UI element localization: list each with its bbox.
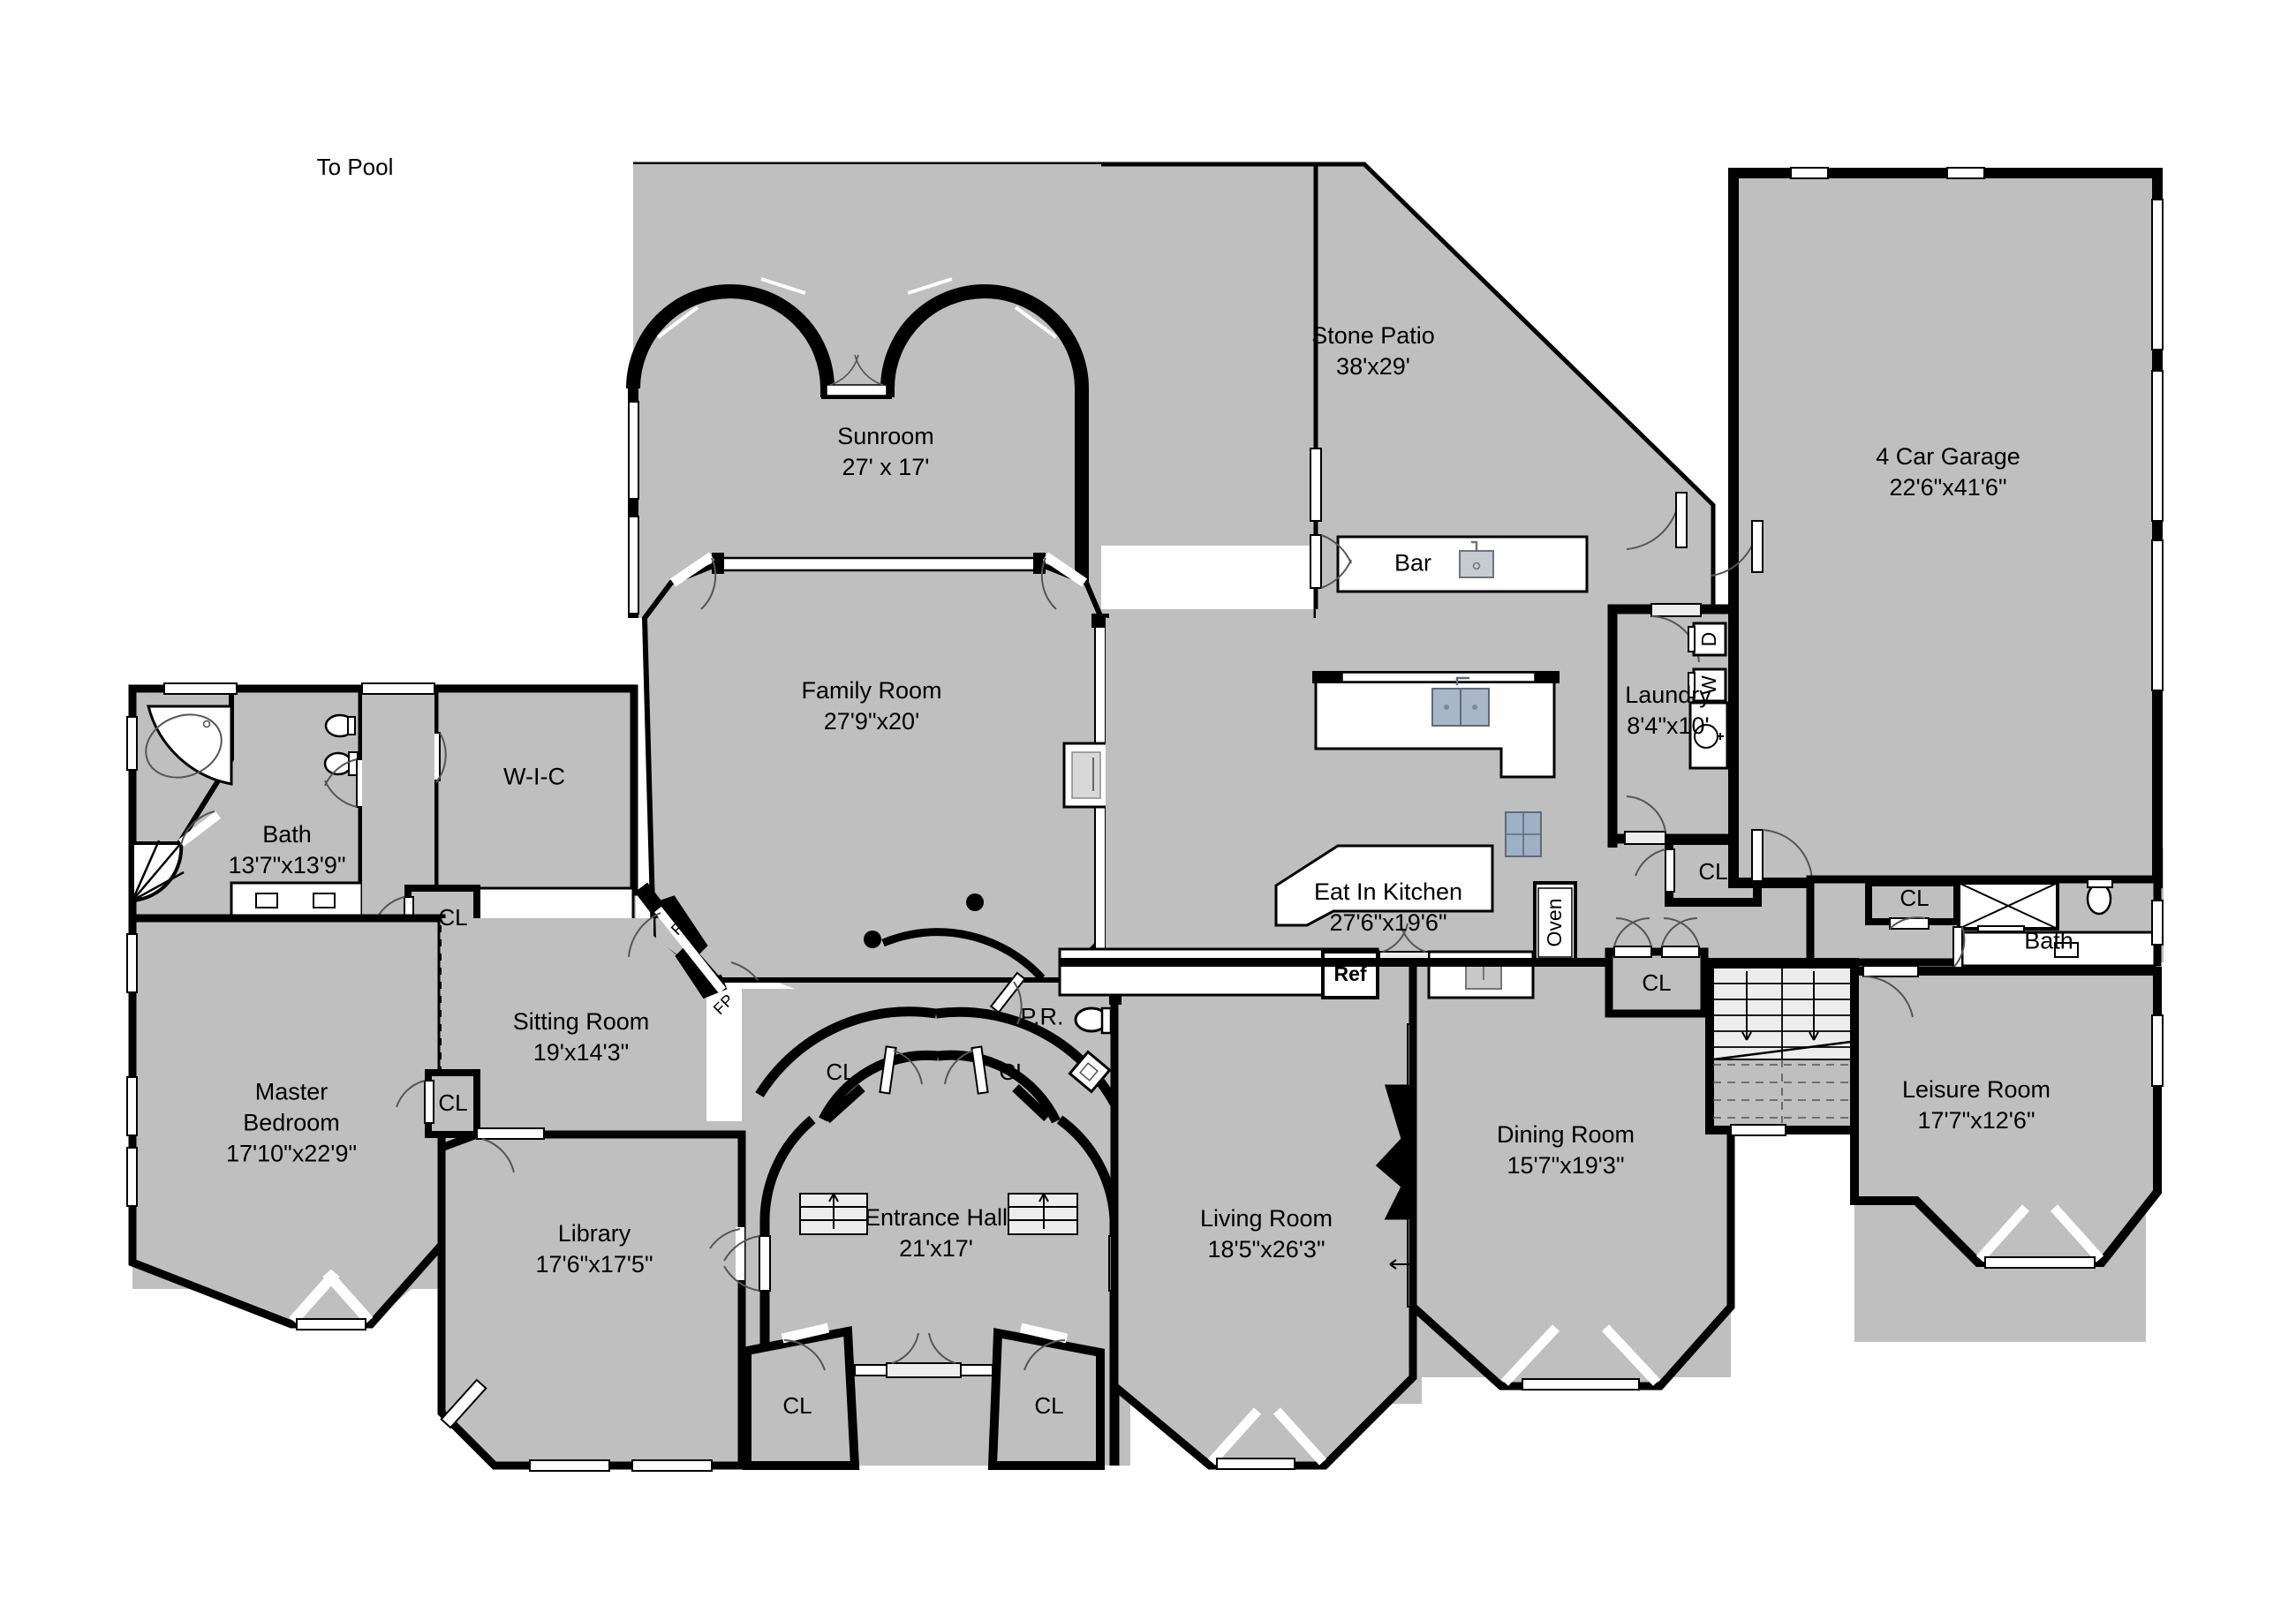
room-name: Entrance Hall: [864, 1203, 1008, 1231]
library-shape: [437, 1130, 746, 1470]
room-dimensions: 22'6"x41'6": [1889, 474, 2007, 501]
refrigerator-label: Ref: [1333, 962, 1367, 986]
room-dimensions: 13'7"x13'9": [228, 852, 346, 878]
room-name: 4 Car Garage: [1876, 442, 2020, 470]
closet-label-cl-sitting: CL: [438, 1089, 468, 1117]
room-name: Bath: [2024, 927, 2073, 954]
cl-front-left-shape: [743, 1326, 860, 1470]
room-label-eat-in-kitchen: Eat In Kitchen 27'6"x19'6": [1314, 877, 1462, 938]
room-dimensions: 15'7"x19'3": [1507, 1152, 1625, 1179]
room-dimensions: 21'x17': [899, 1235, 973, 1262]
closet-label-cl-front-right: CL: [1034, 1392, 1064, 1420]
room-label-rear-bath: Bath: [2024, 925, 2073, 956]
room-label-family-room: Family Room 27'9"x20': [801, 675, 941, 737]
cl-front-right-shape: [987, 1328, 1105, 1470]
room-name: W-I-C: [503, 763, 565, 790]
room-label-living-room: Living Room 18'5"x26'3": [1200, 1203, 1333, 1265]
room-label-laundry: Laundry 8'4"x10': [1625, 680, 1711, 742]
closet-label-cl-garage: CL: [1899, 885, 1930, 912]
room-dimensions: 27'9"x20': [823, 708, 920, 735]
sitting-room-shape: [442, 918, 706, 1121]
room-name: Living Room: [1199, 1204, 1333, 1232]
room-label-powder-room: P.R.: [1020, 1001, 1063, 1032]
oven-label: Oven: [1543, 898, 1567, 947]
closet-label-cl-hall-left: CL: [826, 1059, 856, 1086]
room-label-entrance-hall: Entrance Hall 21'x17': [865, 1202, 1008, 1264]
room-label-master-bedroom: Master Bedroom 17'10"x22'9": [226, 1076, 357, 1169]
room-label-stone-patio: Stone Patio 38'x29': [1311, 320, 1435, 382]
washer-label: W: [1697, 675, 1721, 695]
room-name: Laundry: [1625, 681, 1711, 708]
room-label-sitting-room: Sitting Room 19'x14'3": [513, 1006, 650, 1068]
plan-geometry: [126, 162, 2164, 1472]
to-pool-annotation: To Pool: [316, 154, 394, 181]
room-label-sunroom: Sunroom 27' x 17': [837, 421, 934, 483]
closet-label-cl-front-left: CL: [782, 1392, 812, 1420]
fireplace-label-living: FP: [1388, 1147, 1407, 1170]
room-name: Library: [557, 1219, 631, 1247]
room-dimensions: 8'4"x10': [1627, 712, 1710, 739]
column-marker: [966, 893, 984, 911]
room-label-master-bath: Bath 13'7"x13'9": [228, 819, 345, 881]
bar-label: Bar: [1393, 549, 1432, 577]
room-label-dining-room: Dining Room 15'7"x19'3": [1497, 1119, 1635, 1181]
room-name: Family Room: [801, 676, 942, 704]
room-name-line1: Master: [254, 1078, 329, 1105]
room-name: Sitting Room: [512, 1007, 650, 1035]
room-label-library: Library 17'6"x17'5": [535, 1218, 653, 1280]
room-dimensions: 17'7"x12'6": [1917, 1107, 2035, 1134]
column-marker: [864, 931, 881, 948]
family-room-shape: [641, 562, 1104, 983]
room-dimensions: 27' x 17': [842, 454, 930, 480]
room-dimensions: 38'x29': [1336, 353, 1410, 380]
room-label-garage: 4 Car Garage 22'6"x41'6": [1876, 441, 2020, 503]
room-dimensions: 27'6"x19'6": [1329, 909, 1447, 936]
closet-label-cl-wic: CL: [438, 904, 468, 931]
room-label-wic: W-I-C: [503, 761, 565, 792]
room-name: Bath: [262, 820, 312, 848]
closet-label-cl-hall-right: CL: [999, 1059, 1029, 1086]
room-dimensions: 17'6"x17'5": [535, 1251, 653, 1278]
kitchen-shape: [1106, 609, 1731, 962]
room-label-leisure-room: Leisure Room 17'7"x12'6": [1902, 1074, 2051, 1136]
room-name: Leisure Room: [1901, 1075, 2051, 1103]
closet-label-cl-kitchen: CL: [1642, 969, 1672, 997]
room-name: Stone Patio: [1311, 321, 1435, 349]
room-name: Sunroom: [837, 422, 934, 449]
room-dimensions: 17'10"x22'9": [225, 1140, 358, 1167]
garage-shape: [1728, 168, 2163, 888]
closet-label-cl-laundry: CL: [1698, 858, 1728, 886]
room-name: P.R.: [1020, 1003, 1064, 1030]
dryer-label: D: [1697, 631, 1721, 647]
room-dimensions: 19'x14'3": [532, 1039, 630, 1066]
room-name: Eat In Kitchen: [1313, 878, 1463, 905]
room-name: Dining Room: [1496, 1120, 1635, 1148]
room-dimensions: 18'5"x26'3": [1207, 1236, 1325, 1263]
room-name-line2: Bedroom: [243, 1109, 340, 1136]
